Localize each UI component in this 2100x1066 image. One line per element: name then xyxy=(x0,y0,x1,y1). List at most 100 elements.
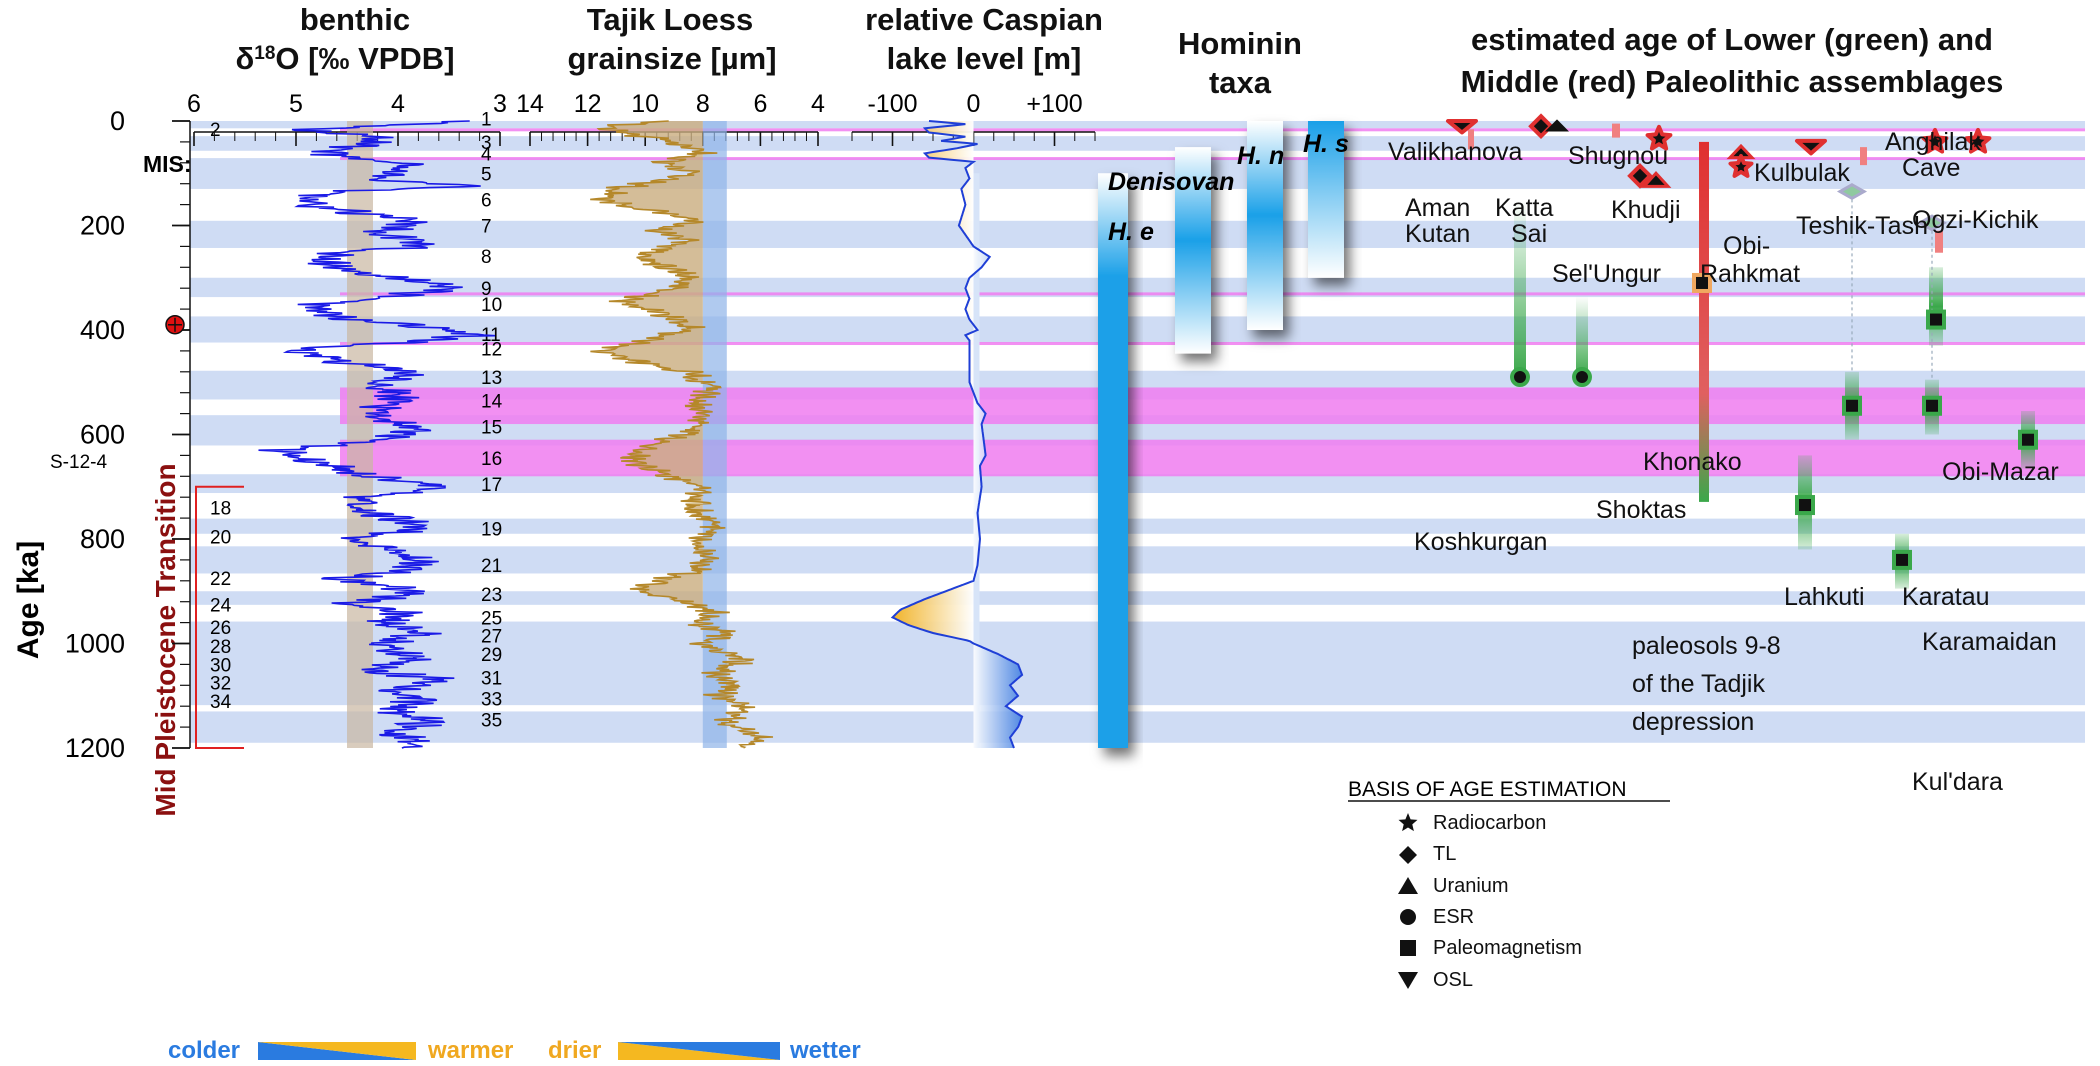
bottom-scale xyxy=(258,1042,780,1060)
benthic-title-prefix: δ xyxy=(235,41,254,76)
legend-item-tl: TL xyxy=(1433,843,1456,865)
bottom-colder: colder xyxy=(168,1037,240,1064)
magenta-band-0 xyxy=(340,128,2085,132)
marker-valikhanova-osl xyxy=(1446,119,1478,135)
marker-khudji-c14 xyxy=(1645,124,1673,151)
site-label-aman-kutan-1: Aman xyxy=(1405,194,1470,222)
mis-label-21: 21 xyxy=(481,556,502,577)
marker-katta-sai-tl xyxy=(1528,113,1554,140)
mis-label-31: 31 xyxy=(481,668,502,689)
y-tick-label: 400 xyxy=(80,315,125,345)
benthic-axis-tick-label: 4 xyxy=(391,90,405,118)
taxon-label-denisovan: Denisovan xyxy=(1108,168,1234,196)
loess-axis-tick-label: 8 xyxy=(696,90,710,118)
loess-title-rest: m] xyxy=(739,41,777,76)
warm-band-3 xyxy=(190,220,2085,248)
loess-blue-strip xyxy=(702,121,727,748)
y-tick-label: 0 xyxy=(110,106,125,136)
marker-koshkurgan-esr xyxy=(1510,367,1530,388)
mis-label-17: 17 xyxy=(481,475,502,496)
legend-symbol-square xyxy=(1400,940,1416,956)
mis-label-12: 12 xyxy=(481,339,502,360)
y-tick-label: 600 xyxy=(80,420,125,450)
y-tick-label: 800 xyxy=(80,524,125,554)
caspian-panel xyxy=(890,120,1024,749)
taxon-bar-3 xyxy=(1308,121,1344,278)
legend-symbol-triangle xyxy=(1398,877,1418,894)
marker-teshiktash xyxy=(1836,183,1868,201)
marker-khonako-pmag xyxy=(1692,272,1712,293)
legend-symbol-star xyxy=(1398,813,1418,832)
loess-axis-tick-label: 10 xyxy=(631,90,659,118)
site-label-khudji: Khudji xyxy=(1611,196,1681,224)
taxon-bar-1 xyxy=(1175,147,1211,354)
loess-axis-tick-label: 12 xyxy=(574,90,602,118)
marker-lahkuti-pmag xyxy=(1842,395,1862,416)
benthic-shade xyxy=(347,121,373,748)
mis-label-3: 3 xyxy=(481,133,492,154)
loess-fill xyxy=(590,121,703,748)
climate-bands xyxy=(190,121,2085,743)
site-label-ogzi-kichik: Ogzi-Kichik xyxy=(1912,206,2039,234)
benthic-curve xyxy=(258,120,496,749)
mis-label-19: 19 xyxy=(481,520,502,541)
site-label-obi-rahkmat-1: Obi- xyxy=(1723,232,1770,260)
red-age-bar-4 xyxy=(1935,230,1943,253)
wetter-wedge xyxy=(618,1042,780,1060)
marker-karatau-pmag xyxy=(1922,395,1942,416)
site-label-katta-sai-2: Sai xyxy=(1511,220,1547,248)
green-age-bar-0 xyxy=(1514,199,1526,378)
bottom-warmer: warmer xyxy=(427,1037,513,1064)
site-label-valikhanova: Valikhanova xyxy=(1388,138,1522,166)
legend-symbol-down-triangle xyxy=(1398,972,1418,989)
site-label-obi-mazar: Obi-Mazar xyxy=(1942,458,2059,486)
red-age-bar-1 xyxy=(1612,123,1620,138)
y-tick-label: 1200 xyxy=(65,733,125,763)
legend-item-radiocarbon: Radiocarbon xyxy=(1433,812,1546,834)
warm-band-5 xyxy=(190,316,2085,343)
benthic-title-rest: O [‰ VPDB] xyxy=(275,41,454,76)
warm-band-12 xyxy=(190,621,2085,706)
mis-label-14: 14 xyxy=(481,392,503,413)
magenta-band-4 xyxy=(340,387,2085,425)
site-label-khonako: Khonako xyxy=(1643,448,1742,476)
site-label-koshkurgan: Koshkurgan xyxy=(1414,528,1547,556)
benthic-title-sup: 18 xyxy=(254,43,275,64)
benthic-title-line1: benthic xyxy=(300,2,410,37)
marker-selungur-u xyxy=(1640,171,1672,188)
mis-label-34: 34 xyxy=(210,692,232,713)
hominin-title-line1: Hominin xyxy=(1178,26,1302,61)
mis-label-20: 20 xyxy=(210,527,231,548)
site-label-kulbulak: Kulbulak xyxy=(1754,159,1850,187)
loess-title-prefix: grainsize [ xyxy=(567,41,720,76)
legend-item-uranium: Uranium xyxy=(1433,875,1509,897)
site-label-shugnou: Shugnou xyxy=(1568,142,1668,170)
site-label-sel-ungur: Sel'Ungur xyxy=(1552,260,1661,288)
legend-item-osl: OSL xyxy=(1433,969,1473,991)
warm-band-0 xyxy=(190,121,2085,129)
site-label-obi-rahkmat-2: Rahkmat xyxy=(1700,260,1800,288)
caspian-curve xyxy=(890,120,1024,749)
site-label-teshik-tash: Teshik-Tash xyxy=(1796,212,1928,240)
benthic-axis-tick-label: 5 xyxy=(289,90,303,118)
y-tick-label: 200 xyxy=(80,211,125,241)
mis-prefix: MIS: xyxy=(143,151,192,177)
mis-label-10: 10 xyxy=(481,295,502,316)
marker-selungur-tl xyxy=(1627,163,1653,189)
warm-band-2 xyxy=(190,158,2085,189)
mis-label-7: 7 xyxy=(481,217,492,238)
taxon-bar-0 xyxy=(1098,173,1128,748)
assemblages-title-line2: Middle (red) Paleolithic assemblages xyxy=(1461,64,2004,99)
caspian-axis-tick-label: -100 xyxy=(867,90,917,118)
caspian-title-line2: lake level [m] xyxy=(887,41,1082,76)
taxon-label-hs: H. s xyxy=(1303,130,1349,158)
loess-title-line2: grainsize [µm] xyxy=(567,41,776,76)
marker-shoktas-esr xyxy=(1572,367,1592,388)
mis-label-15: 15 xyxy=(481,418,502,439)
warm-band-13 xyxy=(190,711,2085,743)
mis-label-27: 27 xyxy=(481,627,502,648)
green-age-bar-2 xyxy=(1929,267,1943,346)
benthic-axis-tick-label: 3 xyxy=(493,90,507,118)
mis-label-29: 29 xyxy=(481,645,502,666)
